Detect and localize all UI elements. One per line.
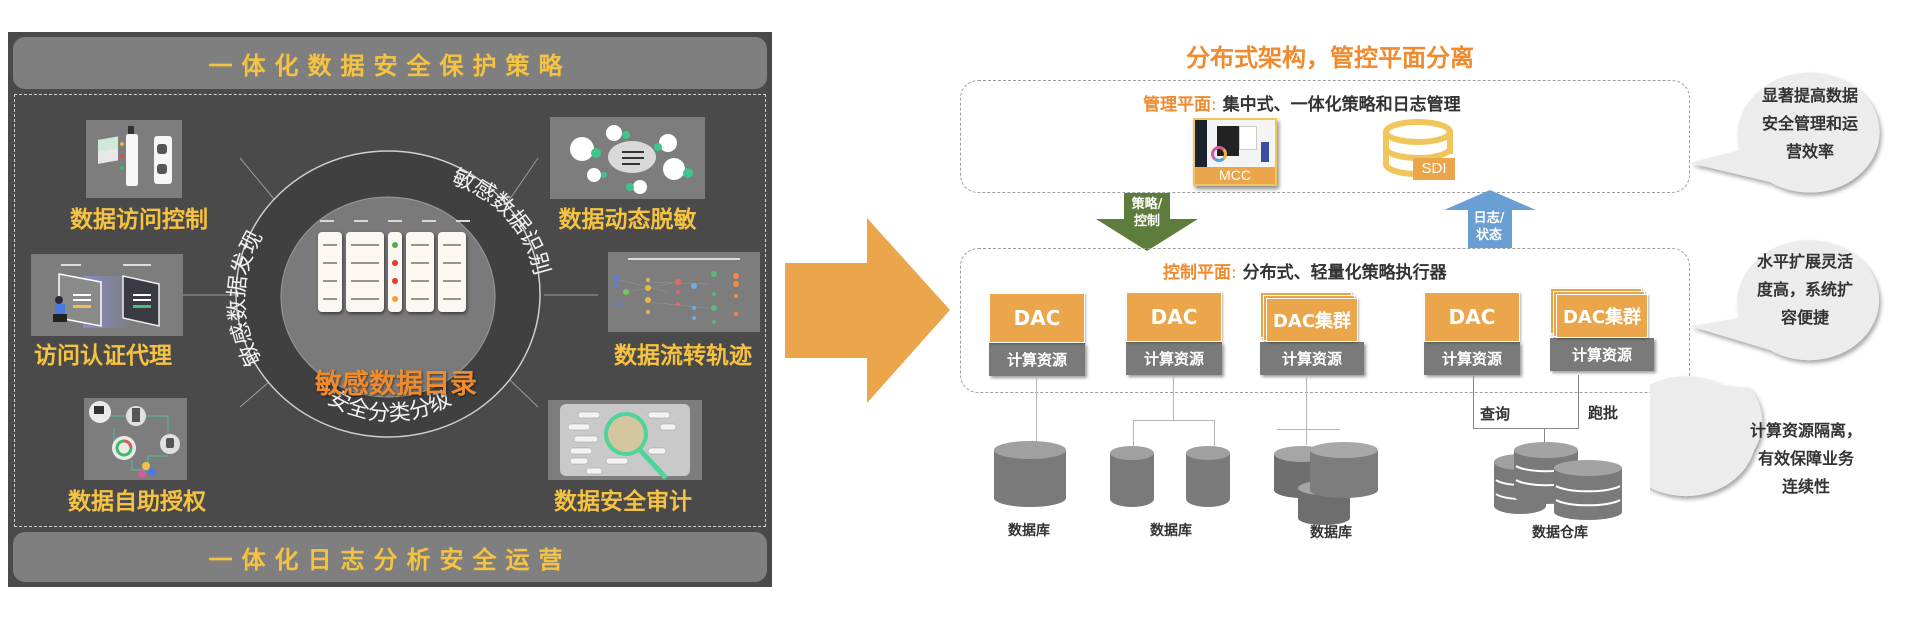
connector-line [1473,376,1474,428]
database-label: 数据库 [1008,523,1050,539]
connector-line [1578,375,1579,429]
connector-line [1173,376,1174,421]
control-plane-heading: 控制平面: 分布式、轻量化策略执行器 [1163,263,1447,283]
query-label: 查询 [1480,405,1511,423]
connector-line [1277,429,1340,430]
dac-node: DAC 计算资源 [1126,292,1222,375]
connector-line [1544,428,1545,448]
database-icon [994,441,1066,507]
database-cluster-icon [1274,442,1378,525]
policy-control-label: 策略/ 控制 [1131,197,1163,229]
modules-frame [14,94,766,527]
log-operations-band-bottom: 一体化日志分析安全运营 [13,532,767,582]
data-warehouse-label: 数据仓库 [1532,525,1588,541]
batch-label: 跑批 [1588,404,1619,422]
speech-bubble [1650,376,1763,497]
access-control-diagram-icon [86,120,182,198]
benefit-isolation: 计算资源隔离， 有效保障业务 连续性 [1749,421,1862,496]
data-warehouse-icon [1494,442,1622,520]
database-pair-icon [1110,446,1230,507]
module-label-access-control: 数据访问控制 [70,207,208,233]
module-label-self-authorization: 数据自助授权 [68,489,206,515]
module-label-dynamic-masking: 数据动态脱敏 [558,207,697,233]
gears-masking-diagram-icon [550,117,705,199]
connector-line [1036,376,1037,446]
speech-bubble [1690,240,1879,361]
auth-proxy-diagram-icon [31,254,183,336]
control-plane [960,248,1690,393]
module-label-auth-proxy: 访问认证代理 [34,343,172,369]
sdi-label: SDI [1413,158,1455,180]
speech-bubble [1690,72,1880,193]
database-label: 数据库 [1150,523,1192,539]
log-status-up-arrow-icon [1444,190,1536,248]
dac-node: DAC 计算资源 [1424,292,1520,375]
magnifier-audit-diagram-icon [548,400,702,480]
connector-line [1473,428,1579,429]
sensitive-data-catalog-title: 敏感数据目录 [315,369,477,400]
architecture-title: 分布式架构，管控平面分离 [1186,44,1474,72]
connector-line [1306,377,1307,445]
connector-line [1133,420,1215,421]
authorization-cycle-diagram-icon [84,398,187,480]
security-strategy-panel: 一体化数据安全保护策略 敏感数据发现 敏感数据识别 安全分类分级 [8,32,772,587]
compute-resource-label: 计算资源 [1260,342,1364,375]
dac-cluster-node: DAC集群 计算资源 [1550,288,1654,371]
mcc-label: MCC [1195,167,1275,184]
benefit-efficiency: 显著提高数据 安全管理和运 营效率 [1761,86,1858,161]
database-label: 数据库 [1310,525,1352,541]
dac-label: DAC [1126,292,1222,342]
compute-resource-label: 计算资源 [1424,342,1520,375]
benefit-scalability: 水平扩展灵活 度高，系统扩 容便捷 [1756,252,1853,327]
mcc-console-icon: MCC [1193,118,1277,186]
log-status-label: 日志/ 状态 [1473,211,1505,243]
policy-control-down-arrow-icon [1096,193,1198,251]
flow-graph-diagram-icon [608,252,760,332]
compute-resource-label: 计算资源 [989,343,1085,376]
management-plane-name: 管理平面 [1143,95,1211,115]
management-plane-description: 集中式、一体化策略和日志管理 [1222,95,1461,115]
right-arrow-icon [785,218,950,403]
sdi-database-icon [1383,119,1453,177]
management-plane-heading: 管理平面: 集中式、一体化策略和日志管理 [1143,95,1461,115]
catalog-table-header [320,220,470,222]
management-plane [960,80,1690,193]
module-label-security-audit: 数据安全审计 [554,489,692,515]
catalog-table-icon [318,232,474,312]
dac-cluster-node: DAC集群 计算资源 [1260,292,1364,375]
control-plane-name: 控制平面 [1163,263,1231,283]
connector-line [1133,420,1134,450]
module-label-data-flow: 数据流转轨迹 [614,343,752,369]
compute-resource-label: 计算资源 [1126,342,1222,375]
strategy-band-top: 一体化数据安全保护策略 [13,37,767,89]
dac-label: DAC [989,293,1085,343]
dac-cluster-label: DAC集群 [1556,294,1648,338]
dac-node: DAC 计算资源 [989,293,1085,376]
connector-line [1214,420,1215,450]
control-plane-description: 分布式、轻量化策略执行器 [1242,263,1447,283]
benefit-bubbles [1650,72,1880,497]
compute-resource-label: 计算资源 [1550,338,1654,371]
dac-label: DAC [1424,292,1520,342]
dac-cluster-label: DAC集群 [1266,298,1358,342]
